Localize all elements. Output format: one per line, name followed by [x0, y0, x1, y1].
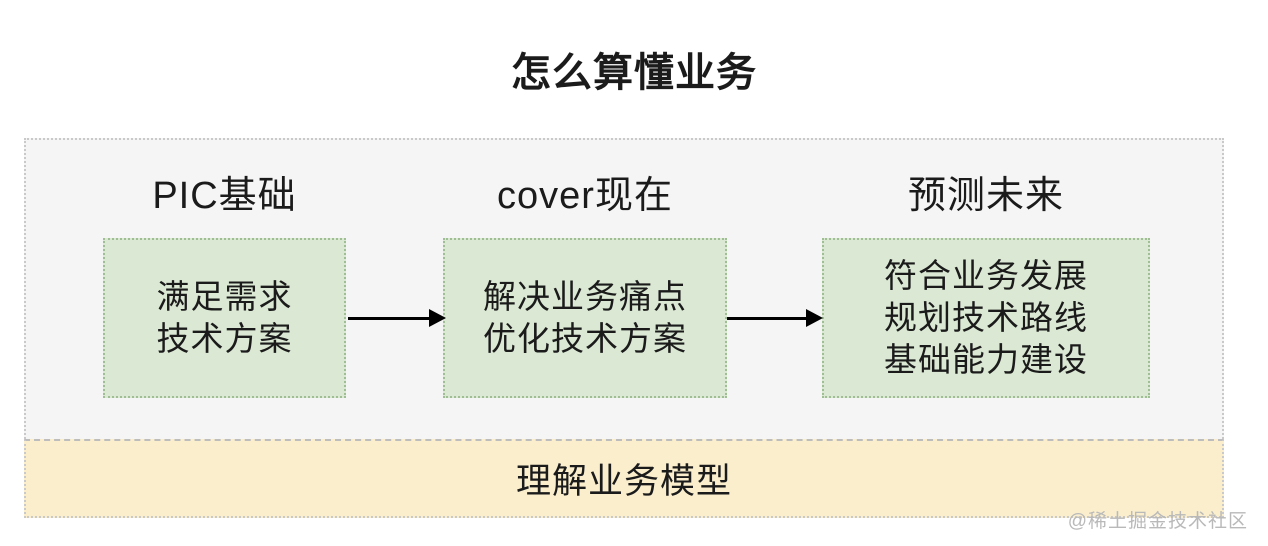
step-box-3: 符合业务发展 规划技术路线 基础能力建设 [822, 238, 1150, 398]
diagram-title: 怎么算懂业务 [511, 51, 757, 95]
step-box-1-label: 满足需求 技术方案 [156, 278, 293, 357]
process-panel: PIC基础 cover现在 预测未来 满足需求 技术方案 解决业务痛点 优化技术… [24, 138, 1224, 439]
step-box-2: 解决业务痛点 优化技术方案 [443, 238, 727, 398]
diagram-frame: PIC基础 cover现在 预测未来 满足需求 技术方案 解决业务痛点 优化技术… [24, 138, 1224, 518]
step-box-1: 满足需求 技术方案 [103, 238, 346, 398]
step-box-2-label: 解决业务痛点 优化技术方案 [483, 278, 687, 357]
foundation-band: 理解业务模型 [24, 439, 1224, 518]
column-header-predict-future: 预测未来 [907, 175, 1064, 217]
arrow-right-icon [348, 309, 446, 327]
watermark: @稀土掘金技术社区 [1067, 511, 1248, 532]
arrow-head [429, 309, 446, 327]
foundation-band-label: 理解业务模型 [515, 462, 732, 501]
arrow-right-icon [727, 309, 823, 327]
arrow-shaft [348, 316, 434, 320]
arrow-shaft [727, 316, 811, 320]
step-box-3-label: 符合业务发展 规划技术路线 基础能力建设 [884, 257, 1088, 378]
column-header-pic-foundation: PIC基础 [152, 175, 297, 217]
column-header-cover-present: cover现在 [497, 175, 673, 217]
arrow-head [806, 309, 823, 327]
